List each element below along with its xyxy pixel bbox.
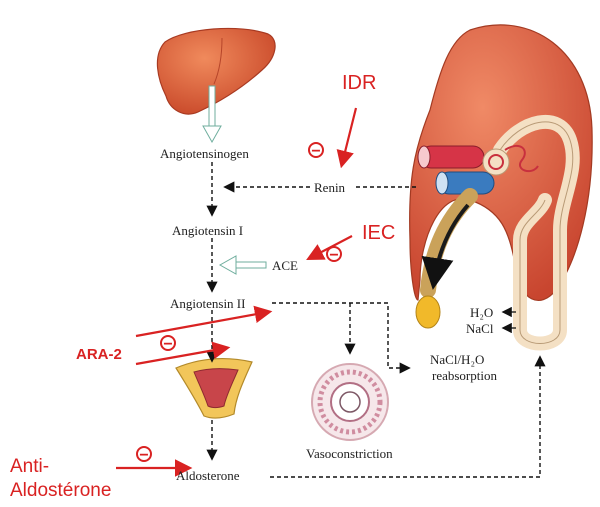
inhibition-symbol-at1: − — [160, 335, 176, 353]
h2o-label: H₂O — [470, 305, 494, 320]
angiotensinogen-label: Angiotensinogen — [160, 146, 249, 161]
blood-vessel-illustration — [311, 363, 389, 441]
liver-output-arrow — [202, 85, 222, 144]
excretion-arrows — [501, 306, 516, 334]
ace-conversion-arrow — [218, 255, 267, 275]
adrenal-gland-illustration — [175, 358, 253, 419]
vasoconstriction-label: Vasoconstriction — [306, 446, 393, 461]
angiotensin-2-label: Angiotensin II — [170, 296, 246, 311]
aldosterone-label: Aldosterone — [176, 468, 240, 483]
pathway-arrows — [206, 162, 546, 478]
inhibitor-arrows — [116, 107, 358, 477]
reabsorption-label-line2: reabsorption — [432, 368, 497, 383]
anti-aldosterone-label-line1: Anti- — [10, 456, 50, 477]
ara2-label: ARA-2 — [76, 346, 122, 363]
kidney-illustration — [409, 24, 593, 351]
angiotensin-1-label: Angiotensin I — [172, 223, 244, 238]
liver-illustration — [156, 27, 276, 115]
ace-label: ACE — [272, 258, 298, 273]
inhibition-symbol-renin: − — [308, 142, 324, 160]
inhibition-symbol-aldosterone: − — [136, 446, 152, 464]
nacl-label: NaCl — [466, 321, 494, 336]
iec-label: IEC — [362, 222, 396, 244]
renin-label: Renin — [314, 180, 346, 195]
inhibition-symbol-ace: − — [326, 246, 342, 264]
anti-aldosterone-label-line2: Aldostérone — [10, 480, 112, 501]
reabsorption-label-line1: NaCl/H₂O — [430, 352, 485, 367]
idr-label: IDR — [342, 72, 377, 94]
